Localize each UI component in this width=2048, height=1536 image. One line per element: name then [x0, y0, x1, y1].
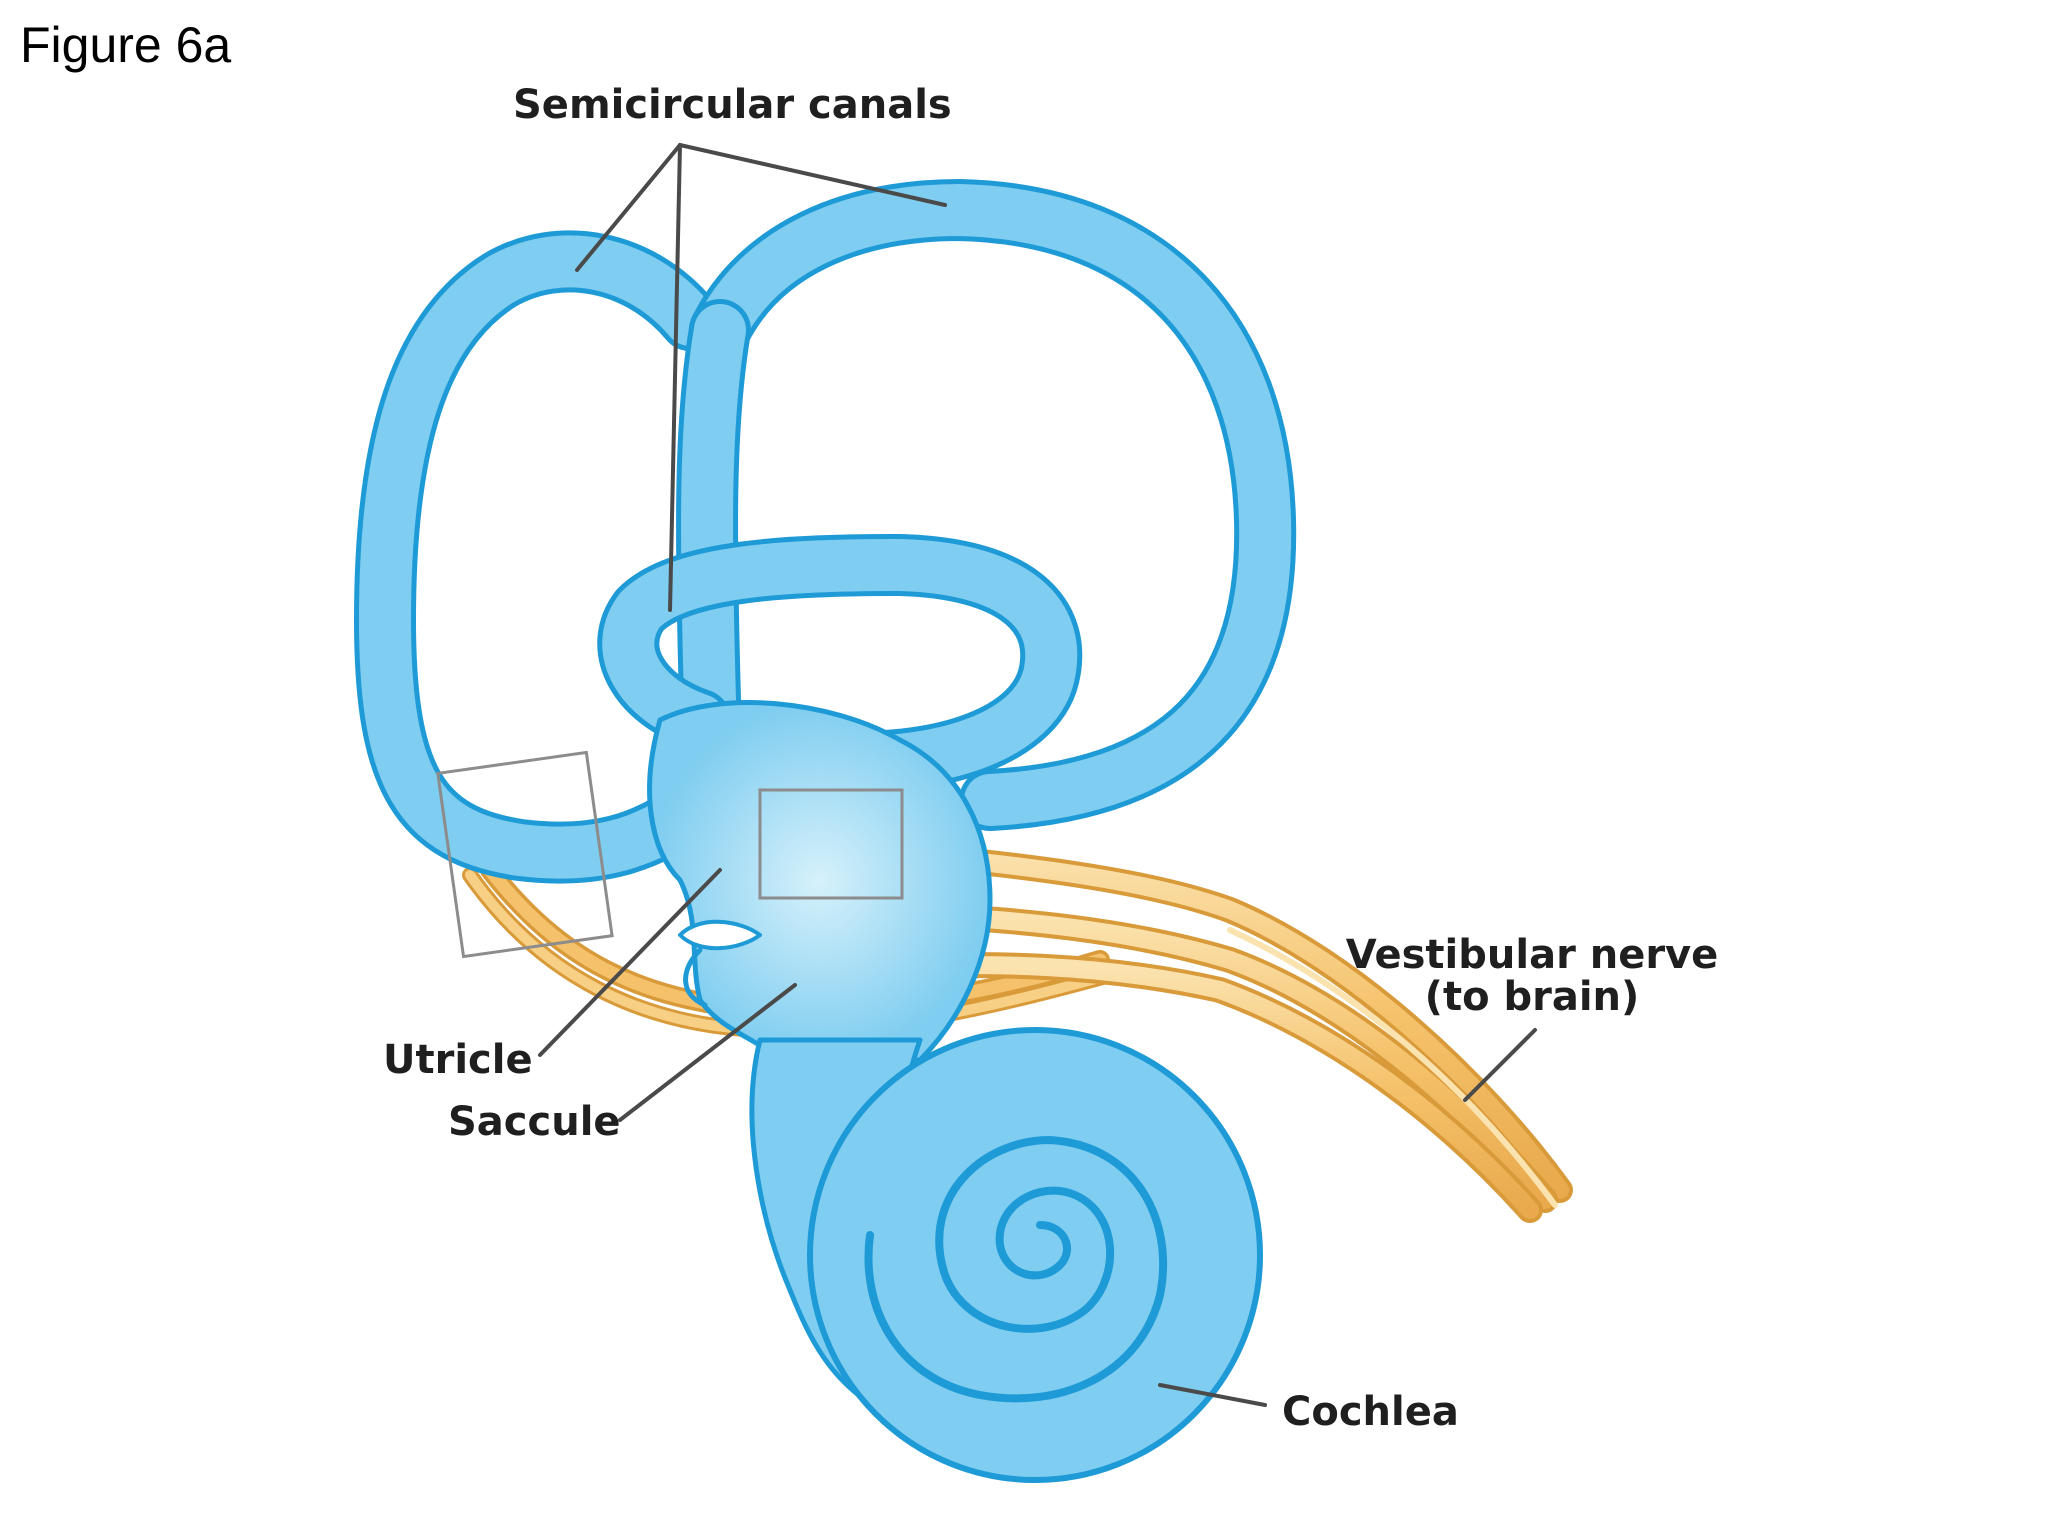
- leader-utricle: [538, 868, 722, 1057]
- inset-box-left: [436, 750, 614, 959]
- label-semicircular-canals: Semicircular canals: [513, 82, 952, 128]
- membranous-labyrinth: [354, 179, 1297, 1483]
- leader-lines: [538, 142, 1537, 1407]
- label-vestibular-nerve-line1: Vestibular nerve: [1346, 932, 1719, 978]
- leader-cochlea: [1158, 1383, 1267, 1407]
- label-vestibular-nerve-line2: (to brain): [1425, 974, 1640, 1020]
- cochlea-spiral: [807, 1027, 1263, 1483]
- posterior-semicircular-canal: [354, 230, 721, 884]
- vestibule: [647, 700, 993, 1063]
- inset-box-center: [758, 788, 904, 900]
- leader-saccule: [618, 983, 797, 1122]
- lateral-semicircular-canal: [597, 534, 1083, 793]
- label-saccule: Saccule: [448, 1099, 621, 1145]
- label-cochlea: Cochlea: [1282, 1389, 1459, 1435]
- leader-vestibular-nerve: [1463, 1028, 1537, 1102]
- anterior-semicircular-canal: [676, 179, 1297, 831]
- figure-label: Figure 6a: [20, 17, 232, 73]
- label-utricle: Utricle: [383, 1037, 533, 1083]
- leader-semicircular-canals-2: [668, 143, 682, 612]
